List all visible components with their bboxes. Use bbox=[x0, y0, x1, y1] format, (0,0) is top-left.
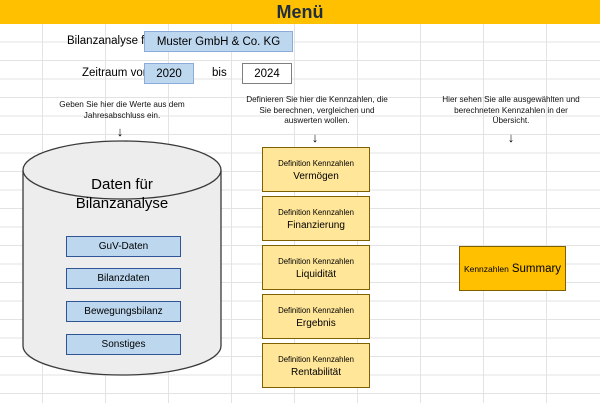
definition-liquidity-button[interactable]: Definition Kennzahlen Liquidität bbox=[262, 245, 370, 290]
hint-definitions-line: auswerten wollen. bbox=[284, 116, 350, 125]
definition-label: Liquidität bbox=[295, 268, 337, 280]
summary-button[interactable]: Kennzahlen Summary bbox=[459, 246, 566, 291]
database-title-line: Daten für bbox=[91, 176, 153, 193]
period-to-field[interactable]: 2024 bbox=[242, 63, 292, 84]
definition-assets-button[interactable]: Definition Kennzahlen Vermögen bbox=[262, 147, 370, 192]
other-data-button[interactable]: Sonstiges bbox=[66, 334, 181, 355]
definition-result-button[interactable]: Definition Kennzahlen Ergebnis bbox=[262, 294, 370, 339]
definition-prefix: Definition Kennzahlen bbox=[278, 207, 354, 217]
definition-label: Vermögen bbox=[293, 170, 339, 182]
definition-prefix: Definition Kennzahlen bbox=[278, 354, 354, 364]
summary-label: Summary bbox=[511, 262, 562, 275]
arrow-down-icon: ↓ bbox=[116, 124, 124, 139]
definition-label: Finanzierung bbox=[287, 219, 345, 231]
company-label: Bilanzanalyse für bbox=[67, 35, 155, 47]
menu-banner: Menü bbox=[0, 0, 600, 24]
definition-prefix: Definition Kennzahlen bbox=[278, 305, 354, 315]
hint-summary-line: berechneten Kennzahlen in der bbox=[454, 105, 568, 115]
database-title-line: Bilanzanalyse bbox=[75, 195, 169, 212]
movement-balance-button[interactable]: Bewegungsbilanz bbox=[66, 301, 181, 322]
definition-profitability-button[interactable]: Definition Kennzahlen Rentabilität bbox=[262, 343, 370, 388]
page-title: Menü bbox=[276, 1, 324, 22]
hint-definitions: Definieren Sie hier die Kennzahlen, die … bbox=[232, 95, 402, 127]
hint-data-entry: Geben Sie hier die Werte aus dem Jahresa… bbox=[40, 100, 204, 121]
hint-definitions-line: Sie berechnen, vergleichen und bbox=[259, 105, 375, 115]
hint-data-entry-line: Jahresabschluss ein. bbox=[83, 110, 161, 120]
definition-financing-button[interactable]: Definition Kennzahlen Finanzierung bbox=[262, 196, 370, 241]
definition-prefix: Definition Kennzahlen bbox=[278, 256, 354, 266]
guv-data-button[interactable]: GuV-Daten bbox=[66, 236, 181, 257]
hint-summary-line: Hier sehen Sie alle ausgewählten und bbox=[442, 95, 580, 104]
definition-label: Ergebnis bbox=[296, 317, 336, 329]
arrow-down-icon: ↓ bbox=[311, 130, 319, 145]
arrow-down-icon: ↓ bbox=[507, 130, 515, 145]
hint-summary-line: Übersicht. bbox=[492, 116, 530, 125]
definition-label: Rentabilität bbox=[290, 366, 342, 378]
period-to-label: bis bbox=[212, 67, 227, 79]
period-from-field[interactable]: 2020 bbox=[144, 63, 194, 84]
balance-data-button[interactable]: Bilanzdaten bbox=[66, 268, 181, 289]
summary-prefix: Kennzahlen bbox=[463, 263, 509, 274]
hint-data-entry-line: Geben Sie hier die Werte aus dem bbox=[59, 100, 185, 109]
hint-definitions-line: Definieren Sie hier die Kennzahlen, die bbox=[246, 95, 388, 104]
definition-prefix: Definition Kennzahlen bbox=[278, 158, 354, 168]
hint-summary: Hier sehen Sie alle ausgewählten und ber… bbox=[426, 95, 596, 127]
period-from-label: Zeitraum von bbox=[82, 67, 150, 79]
company-name-field[interactable]: Muster GmbH & Co. KG bbox=[144, 31, 293, 52]
database-title: Daten für Bilanzanalyse bbox=[22, 175, 222, 213]
